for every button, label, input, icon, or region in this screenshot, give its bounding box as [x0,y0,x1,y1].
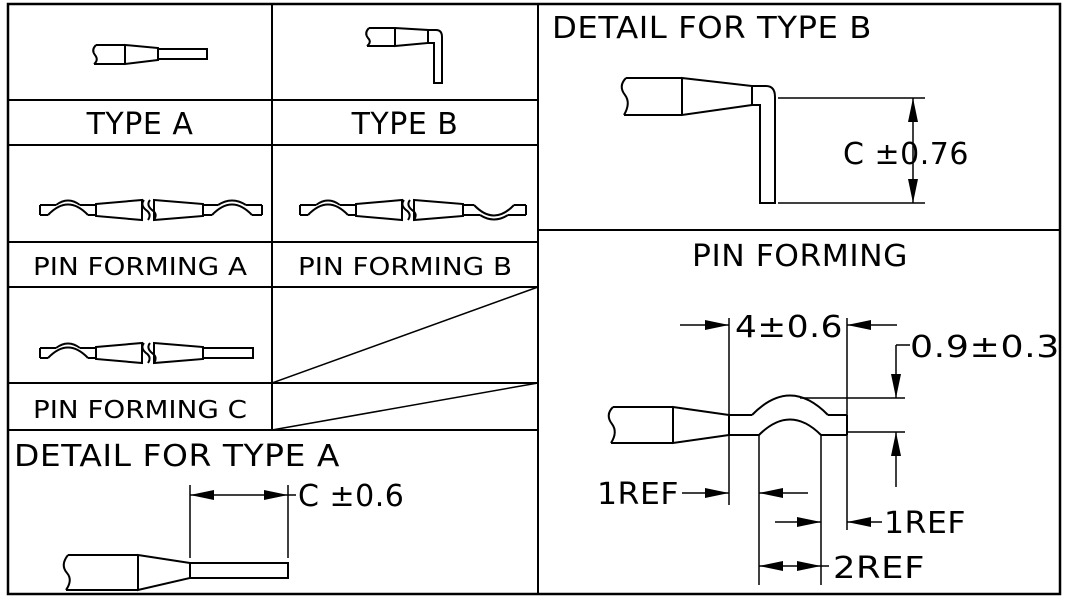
pin-forming-c-label: PIN FORMING C [33,395,247,424]
detail-type-b-drawing [620,76,925,204]
type-b-icon [365,26,443,84]
type-b-c-dimension: C ±0.76 [843,137,969,172]
detail-type-a-drawing [62,485,296,592]
pin-forming-b-icon [299,198,527,222]
span-dimension: 4±0.6 [735,310,843,345]
pin-forming-drawing [607,318,910,585]
pin-forming-c-icon [39,341,254,365]
detail-type-a-title: DETAIL FOR TYPE A [14,439,340,474]
height-dimension: 0.9±0.3 [910,330,1060,365]
type-a-icon [92,43,208,66]
type-b-label: TYPE B [351,107,459,142]
ref-bottom-dimension: 2REF [833,551,925,586]
ref-left-dimension: 1REF [597,477,679,512]
table-frame [6,2,1062,596]
pin-forming-a-icon [39,198,263,222]
pin-forming-a-label: PIN FORMING A [33,252,247,281]
pin-forming-b-label: PIN FORMING B [298,252,512,281]
pin-forming-title: PIN FORMING [692,239,908,274]
type-a-label: TYPE A [86,107,194,142]
ref-right-dimension: 1REF [884,506,966,541]
type-a-c-dimension: C ±0.6 [298,479,404,514]
detail-type-b-title: DETAIL FOR TYPE B [552,11,872,46]
